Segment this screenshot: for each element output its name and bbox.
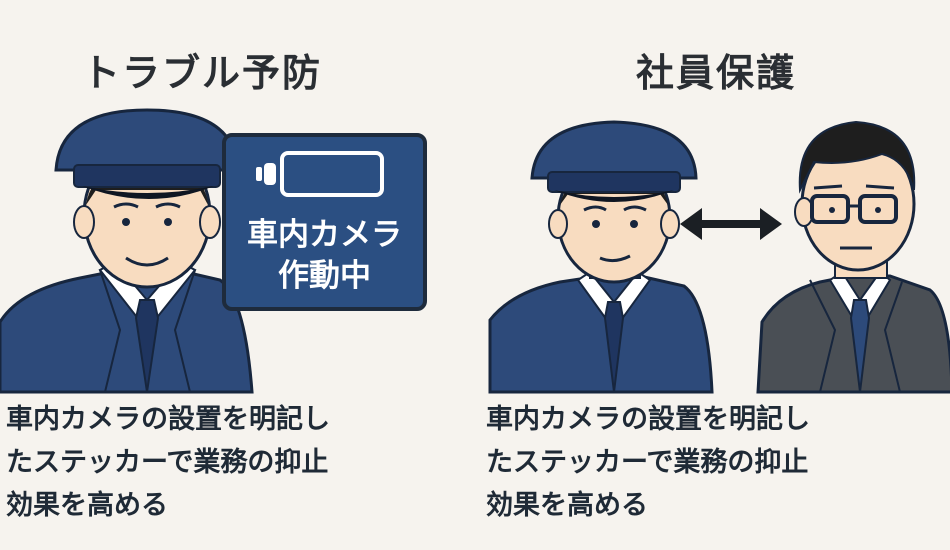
left-caption: 車内カメラの設置を明記し たステッカーで業務の抑止 効果を高める — [6, 398, 330, 527]
sign-text-line1: 車内カメラ — [247, 217, 402, 253]
right-caption: 車内カメラの設置を明記し たステッカーで業務の抑止 効果を高める — [486, 398, 810, 527]
left-heading: トラブル予防 — [82, 51, 323, 95]
right-caption-line1: 車内カメラの設置を明記し — [486, 404, 810, 435]
left-caption-line3: 効果を高める — [6, 490, 168, 521]
right-caption-line3: 効果を高める — [486, 490, 648, 521]
camera-sign: 車内カメラ 作動中 — [222, 133, 427, 311]
right-caption-line2: たステッカーで業務の抑止 — [486, 447, 809, 478]
camera-icon — [256, 151, 384, 197]
sign-text-line2: 作動中 — [278, 258, 371, 294]
left-caption-line2: たステッカーで業務の抑止 — [6, 447, 329, 478]
left-caption-line1: 車内カメラの設置を明記し — [6, 404, 330, 435]
double-arrow-icon — [680, 208, 782, 240]
right-heading: 社員保護 — [636, 51, 797, 95]
